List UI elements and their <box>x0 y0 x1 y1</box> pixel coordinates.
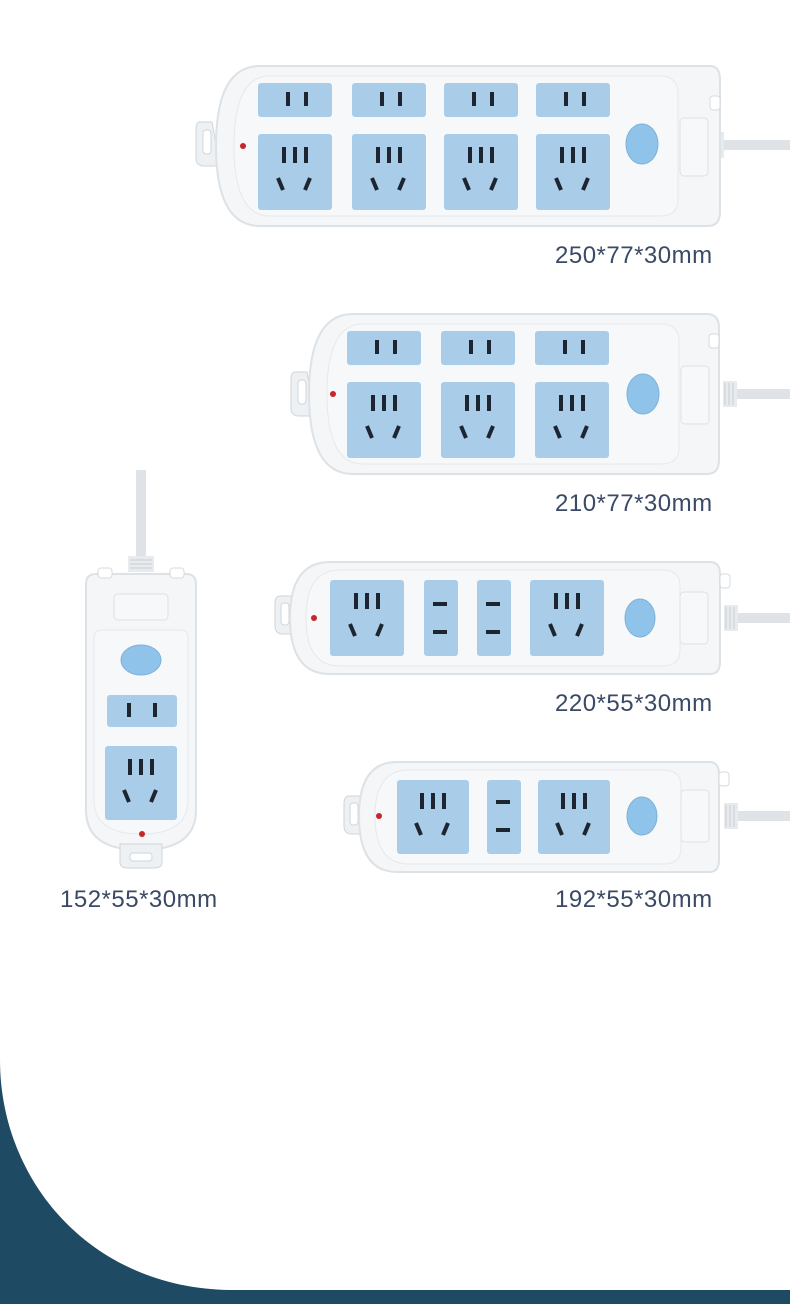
dimension-label-220x55: 220*55*30mm <box>555 690 713 717</box>
dimension-label-152x55: 152*55*30mm <box>60 886 218 913</box>
power-strip-6-outlet <box>285 308 790 488</box>
dimension-label-250x77: 250*77*30mm <box>555 242 713 269</box>
power-strip-vertical-2-outlet <box>80 470 205 875</box>
power-strip-3-outlet <box>335 756 790 886</box>
power-strip-8-outlet <box>190 60 790 240</box>
dimension-label-192x55: 192*55*30mm <box>555 886 713 913</box>
dimension-label-210x77: 210*77*30mm <box>555 490 713 517</box>
power-strip-4-outlet <box>268 556 790 686</box>
